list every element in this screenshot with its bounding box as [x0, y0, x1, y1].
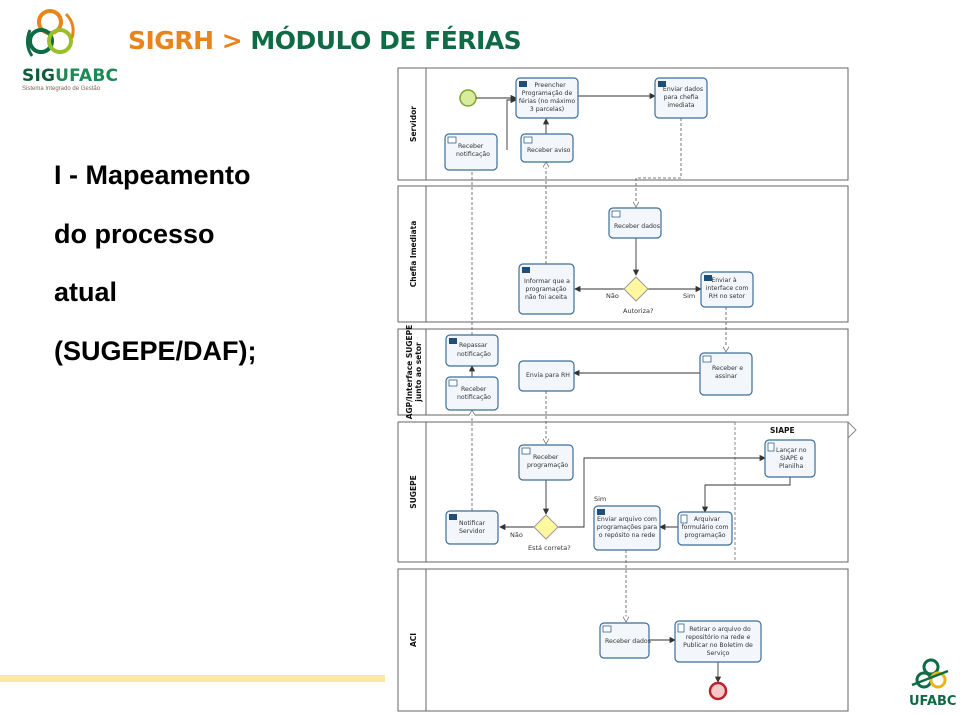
gateway-correta-no: Não	[510, 531, 523, 539]
lane-chefia: Chefia Imediata	[397, 185, 849, 323]
svg-text:Envia para RH: Envia para RH	[526, 372, 570, 379]
gateway-autoriza-label: Autoriza?	[623, 307, 653, 315]
task-receber-dados-chefia: Receber dados	[608, 207, 662, 239]
end-event	[708, 681, 728, 701]
gateway-autoriza-no: Não	[606, 292, 619, 300]
lane-label-chefia: Chefia Imediata	[409, 221, 418, 288]
gateway-correta-yes: Sim	[594, 495, 606, 503]
svg-text:Receber dados: Receber dados	[614, 223, 660, 230]
siape-pool: SIAPE	[734, 421, 857, 562]
logo-name: SIGUFABC	[22, 66, 119, 86]
left-text-line-4: (SUGEPE/DAF);	[54, 335, 257, 366]
svg-text:Receber aviso: Receber aviso	[527, 147, 571, 154]
left-text-line-1: I - Mapeamento	[54, 160, 251, 190]
left-description: I - Mapeamento do processo atual (SUGEPE…	[54, 146, 257, 380]
logo-subtitle: Sistema Integrado de Gestão	[22, 86, 101, 92]
page-title: SIGRH > MÓDULO DE FÉRIAS	[128, 26, 522, 55]
sigufabc-logo	[14, 4, 124, 99]
siape-label: SIAPE	[770, 426, 795, 435]
lane-label-sugepe: SUGEPE	[409, 475, 418, 508]
gateway-autoriza: Autoriza? Não Sim	[606, 276, 695, 315]
ufabc-logo	[898, 655, 960, 715]
sigufabc-logo-icon	[25, 9, 75, 57]
left-text-line-3: atual	[54, 277, 118, 307]
start-event	[459, 89, 477, 107]
gateway-correta-label: Está correta?	[528, 544, 571, 552]
task-receber-aviso: Receber aviso	[520, 133, 574, 163]
task-envia-rh: Envia para RH	[518, 360, 575, 392]
bottom-accent-bar	[0, 675, 385, 682]
task-receber-dados-aci: Receber dados	[599, 622, 651, 659]
lane-label-aci: ACI	[409, 633, 418, 647]
lane-label-servidor: Servidor	[409, 106, 418, 142]
left-text-line-2: do processo	[54, 218, 215, 249]
gateway-autoriza-yes: Sim	[683, 292, 695, 300]
gateway-correta: Está correta? Não Sim	[510, 495, 606, 552]
svg-text:Receber dados: Receber dados	[605, 638, 651, 645]
ufabc-logo-icon	[911, 658, 949, 689]
lane-label-agp: AGP/Interface SUGEPEjunto ao setor	[405, 325, 423, 420]
ufabc-logo-text: UFABC	[909, 694, 957, 709]
